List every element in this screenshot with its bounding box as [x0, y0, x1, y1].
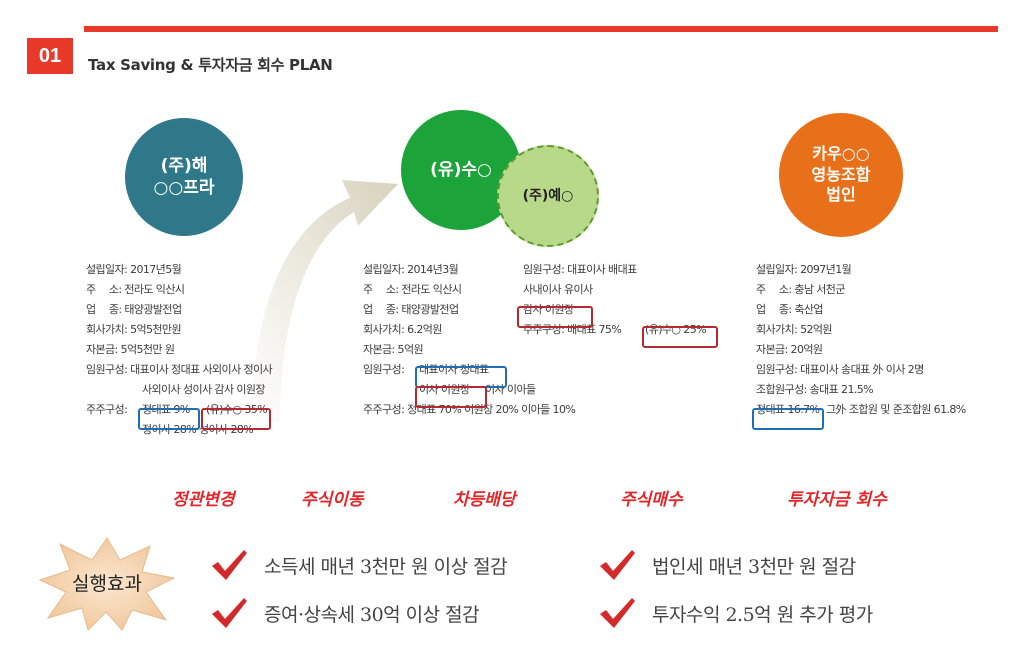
info-row: 조합원구성: 송대표 21.5% [756, 383, 874, 396]
info-row: 자본금: 20억원 [756, 343, 823, 356]
info-row: 임원구성: 대표이사 송대표 外 이사 2명 [756, 363, 924, 376]
officer-label: 임원구성: [363, 363, 405, 376]
company-circle-subsidiary: (주)예○ [497, 145, 599, 247]
info-row: 업 종: 태양광발전업 [363, 303, 459, 316]
info-row: 자본금: 5억5천만 원 [86, 343, 175, 356]
highlight-box-blue [415, 366, 507, 388]
result-text: 투자수익 2.5억 원 추가 평가 [652, 603, 873, 626]
highlight-box-red [642, 326, 718, 348]
action-share-transfer: 주식이동 [301, 490, 364, 510]
result-text: 법인세 매년 3천만 원 절감 [652, 555, 856, 578]
info-row: 임원구성: 대표이사 정대표 사외이사 정이사 [86, 363, 273, 376]
highlight-box-blue [752, 408, 824, 430]
result-item: 소득세 매년 3천만 원 이상 절감 [210, 548, 508, 582]
checkmark-icon [600, 550, 635, 580]
company-circle-right: 카우○○ 영농조합 법인 [779, 113, 903, 237]
action-articles-amendment: 정관변경 [172, 490, 235, 510]
checkmark-icon [600, 598, 635, 628]
highlight-box-red [415, 386, 487, 408]
info-row: 사외이사 성이사 감사 이원장 [142, 383, 266, 396]
info-row: 회사가치: 6.2억원 [363, 323, 442, 336]
info-row: 업 종: 축산업 [756, 303, 824, 316]
action-investment-recovery: 투자자금 회수 [787, 490, 887, 510]
highlight-box-red [517, 306, 593, 328]
effect-badge: 실행효과 [38, 536, 176, 631]
info-row: 임원구성: 대표이사 배대표 [523, 263, 637, 276]
info-row: 자본금: 5억원 [363, 343, 424, 356]
info-row: 업 종: 태양광발전업 [86, 303, 182, 316]
top-rule [84, 26, 998, 32]
company-circle-left: (주)해 ○○프라 [125, 118, 243, 236]
info-row: 회사가치: 52억원 [756, 323, 833, 336]
company-info-left: 설립일자: 2017년5월 주 소: 전라도 익산시 업 종: 태양광발전업 회… [86, 260, 273, 440]
action-differential-dividend: 차등배당 [453, 490, 516, 510]
info-row: 회사가치: 5억5천만원 [86, 323, 182, 336]
shareholder-row: 주주구성: 정대표 9% (유)수○ 35% [86, 400, 272, 420]
result-item: 증여·상속세 30억 이상 절감 [210, 596, 480, 630]
info-row: 설립일자: 2097년1월 [756, 263, 852, 276]
member-extra: 그外 조합원 및 준조합원 61.8% [826, 403, 966, 416]
highlight-box-red [201, 408, 271, 430]
effect-label: 실행효과 [72, 573, 142, 595]
page-title: Tax Saving & 투자자금 회수 PLAN [88, 56, 333, 74]
info-row: 사내이사 유이사 [523, 283, 593, 296]
info-row: 주 소: 전라도 익산시 [363, 283, 462, 296]
section-number-badge: 01 [27, 38, 73, 74]
result-item: 투자수익 2.5억 원 추가 평가 [598, 596, 873, 630]
checkmark-icon [212, 598, 247, 628]
burst-icon [38, 537, 176, 631]
subsidiary-info: 임원구성: 대표이사 배대표 사내이사 유이사 감사 이원장 주주구성: 배대표… [523, 260, 707, 340]
shareholder-label: 주주구성: [86, 403, 128, 416]
company-info-right: 설립일자: 2097년1월 주 소: 충남 서천군 업 종: 축산업 회사가치:… [756, 260, 966, 420]
result-text: 증여·상속세 30억 이상 절감 [264, 603, 480, 626]
info-row: 설립일자: 2014년3월 [363, 263, 459, 276]
highlight-box-blue [138, 408, 200, 430]
action-share-purchase: 주식매수 [620, 490, 683, 510]
curved-arrow-icon [252, 180, 398, 422]
info-row: 주 소: 전라도 익산시 [86, 283, 185, 296]
checkmark-icon [212, 550, 247, 580]
action-row: 정관변경 주식이동 차등배당 주식매수 투자자금 회수 [0, 485, 1024, 515]
info-row: 설립일자: 2017년5월 [86, 263, 182, 276]
result-item: 법인세 매년 3천만 원 절감 [598, 548, 856, 582]
info-row: 주 소: 충남 서천군 [756, 283, 845, 296]
result-text: 소득세 매년 3천만 원 이상 절감 [264, 555, 508, 578]
